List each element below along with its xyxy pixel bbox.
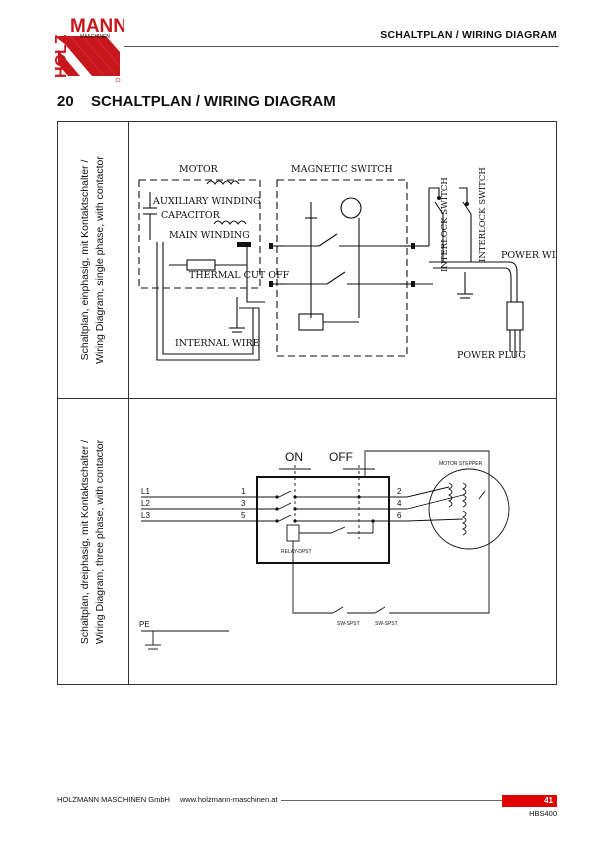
label-internal-wire: INTERNAL WIRE — [175, 338, 260, 349]
single-phase-wiring-diagram: MOTOR MAGNETIC SWITCH AUXILIARY WINDING … — [129, 122, 557, 397]
label-thermal-cut-off: THERMAL CUT OFF — [189, 270, 290, 281]
footer-company-line: HOLZMANN MASCHINEN GmbH www.holzmann-masc… — [57, 795, 282, 804]
label-magnetic-switch: MAGNETIC SWITCH — [291, 164, 393, 175]
label-power-wire: POWER WIRE — [501, 250, 557, 261]
label-l3: L3 — [141, 511, 150, 520]
label-relay: RELAY-DPST — [281, 549, 312, 555]
model-number: HBS400 — [529, 809, 557, 818]
label-sw-spst-a: SW-SPST — [337, 621, 360, 627]
column-divider — [128, 122, 129, 684]
label-sw-spst-b: SW-SPST — [375, 621, 398, 627]
holzmann-logo: MANN MASCHINEN HOLZ — [50, 14, 127, 84]
logo-subtitle: MASCHINEN — [80, 34, 110, 40]
diagram-table: Schaltplan, einphasig, mit Kontaktschalt… — [57, 121, 557, 685]
label-auxiliary-winding: AUXILIARY WINDING — [152, 196, 261, 207]
label-capacitor: CAPACITOR — [161, 210, 221, 221]
row-2-label-line-1: Schaltplan, dreiphasig, mit Kontaktschal… — [79, 439, 91, 644]
label-terminal-3: 3 — [241, 499, 246, 508]
label-terminal-4: 4 — [397, 499, 402, 508]
label-terminal-1: 1 — [241, 487, 246, 496]
header-title: SCHALTPLAN / WIRING DIAGRAM — [380, 29, 557, 41]
label-terminal-5: 5 — [241, 511, 246, 520]
row-2-label-line-2: Wiring Diagram, three phase, with contac… — [94, 439, 106, 644]
row-divider — [58, 398, 556, 399]
label-main-winding: MAIN WINDING — [169, 230, 250, 241]
label-on: ON — [285, 450, 303, 464]
three-phase-wiring-diagram: ON OFF L1 L2 L3 1 3 5 2 4 6 RELAY-DPST M… — [129, 399, 557, 684]
page-number: 41 — [502, 795, 557, 807]
section-number: 20 — [57, 93, 74, 110]
footer-url[interactable]: www.holzmann-maschinen.at — [179, 795, 278, 804]
label-pe: PE — [139, 620, 150, 629]
label-interlock-switch-a: INTERLOCK SWITCH — [440, 177, 450, 272]
label-motor-stepper: MOTOR STEPPER — [439, 461, 483, 467]
label-off: OFF — [329, 450, 353, 464]
section-title: SCHALTPLAN / WIRING DIAGRAM — [91, 93, 336, 110]
label-terminal-2: 2 — [397, 487, 402, 496]
label-l2: L2 — [141, 499, 150, 508]
row-2-label: Schaltplan, dreiphasig, mit Kontaktschal… — [58, 399, 128, 684]
row-1-label-line-2: Wiring Diagram, single phase, with conta… — [94, 156, 107, 364]
logo-word-top: MANN — [70, 16, 124, 37]
section-heading: 20 SCHALTPLAN / WIRING DIAGRAM — [57, 93, 336, 110]
row-1-label: Schaltplan, einphasig, mit Kontaktschalt… — [58, 122, 128, 398]
row-1-label-line-1: Schaltplan, einphasig, mit Kontaktschalt… — [79, 159, 92, 361]
footer-company: HOLZMANN MASCHINEN GmbH — [57, 795, 170, 804]
logo-word-side: HOLZ — [53, 34, 70, 78]
label-l1: L1 — [141, 487, 150, 496]
label-motor: MOTOR — [179, 164, 219, 175]
label-power-plug: POWER PLUG — [457, 350, 526, 361]
header-divider — [124, 46, 559, 47]
label-interlock-switch-b: INTERLOCK SWITCH — [478, 167, 488, 262]
label-terminal-6: 6 — [397, 511, 402, 520]
